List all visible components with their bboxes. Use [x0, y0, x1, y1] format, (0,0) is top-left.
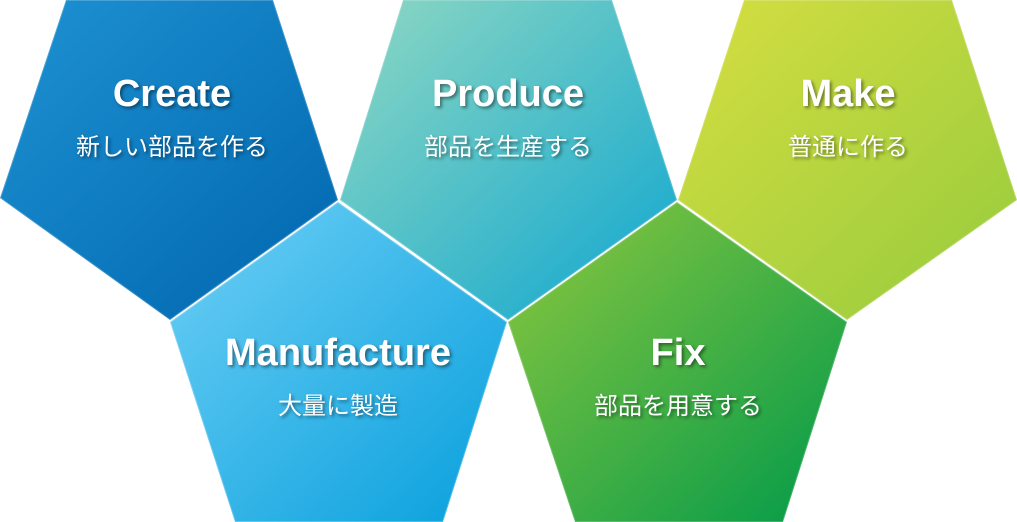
pentagon-manufacture	[168, 200, 509, 522]
make-label: Make 普通に作る	[678, 72, 1017, 162]
produce-title: Produce	[431, 73, 585, 115]
make-title: Make	[800, 73, 896, 115]
create-label: Create 新しい部品を作る	[2, 72, 342, 162]
manufacture-title: Manufacture	[225, 332, 451, 374]
pentagon-create	[0, 0, 340, 322]
fix-title: Fix	[650, 332, 706, 374]
make-subtitle: 普通に作る	[788, 133, 908, 161]
pentagon-make	[676, 0, 1017, 322]
create-title: Create	[112, 73, 232, 115]
pentagon-produce	[338, 0, 679, 322]
produce-subtitle: 部品を生産する	[424, 133, 592, 161]
create-subtitle: 新しい部品を作る	[76, 133, 268, 161]
pentagon-fix	[506, 200, 849, 522]
fix-subtitle: 部品を用意する	[594, 392, 762, 420]
manufacture-subtitle: 大量に製造	[278, 392, 398, 420]
manufacture-label: Manufacture 大量に製造	[168, 331, 508, 421]
produce-label: Produce 部品を生産する	[338, 72, 678, 162]
fix-label: Fix 部品を用意する	[508, 331, 848, 421]
